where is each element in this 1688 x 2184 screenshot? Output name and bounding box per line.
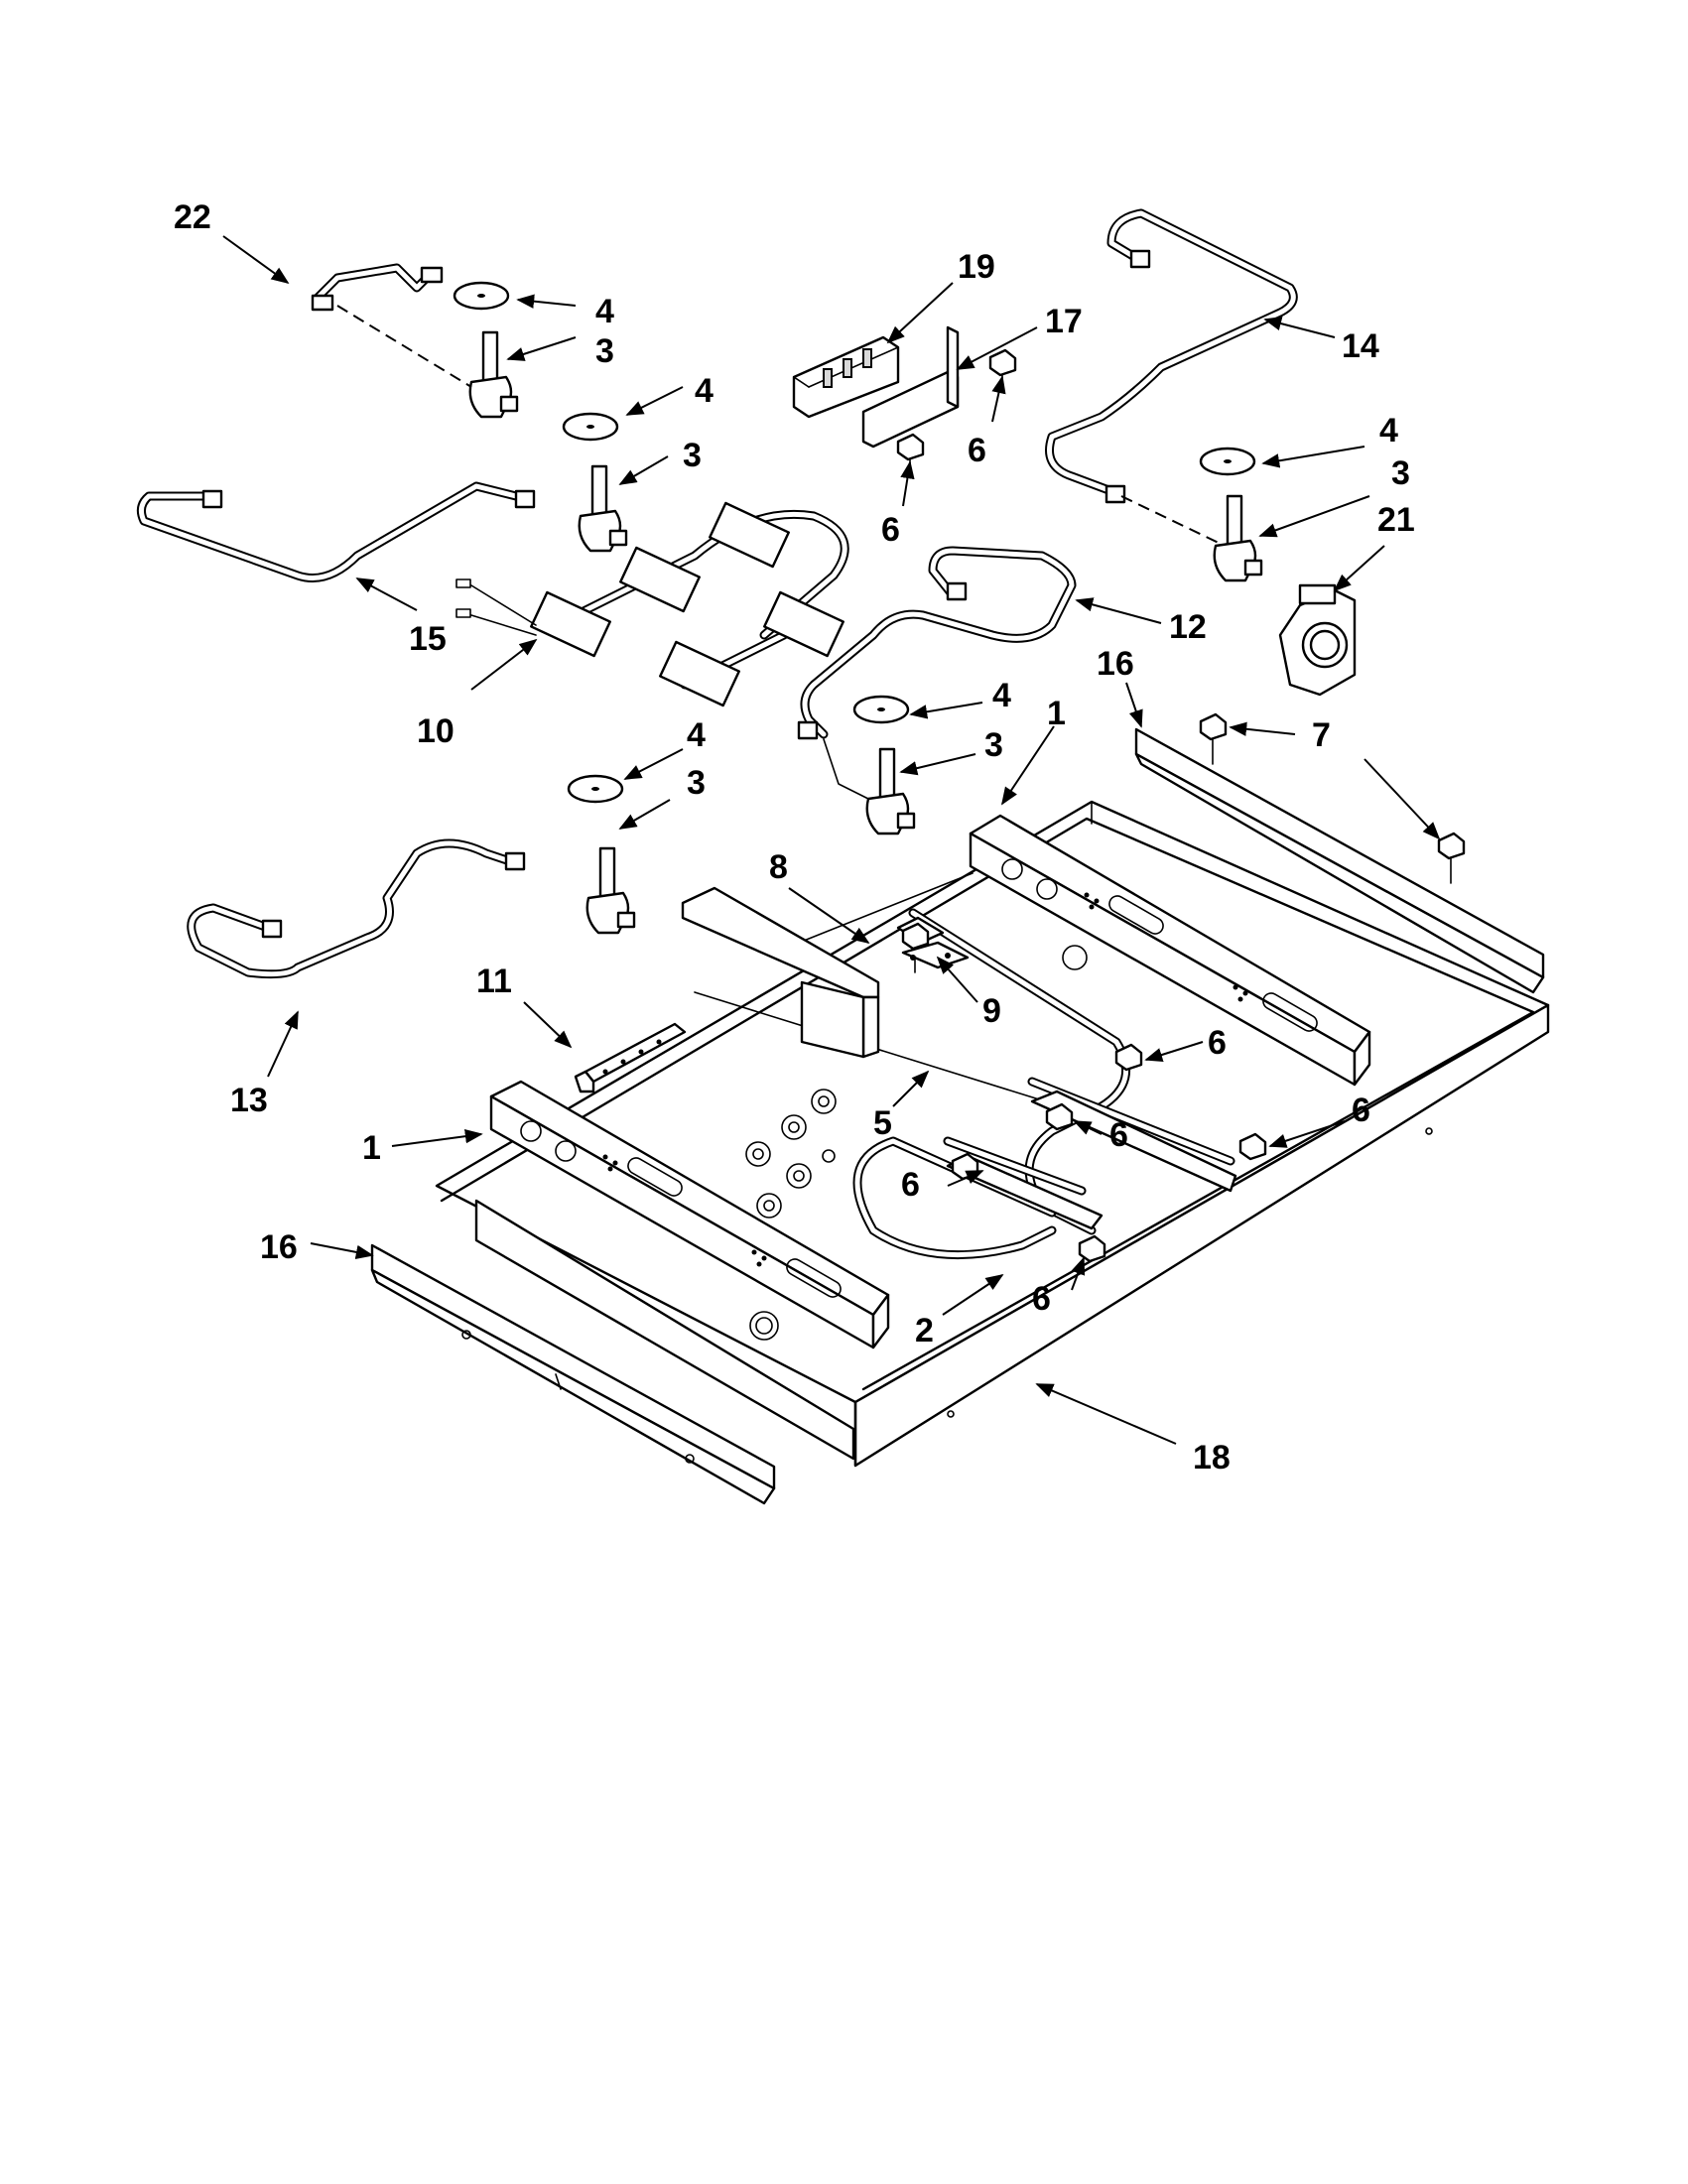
callout-16: 16 [1097, 645, 1134, 683]
screw-6e [1238, 1132, 1267, 1161]
callout-22: 22 [174, 198, 211, 236]
callout-3: 3 [1391, 454, 1410, 492]
valve-a [468, 330, 519, 419]
callout-6: 6 [968, 432, 986, 469]
gas-tube-22 [311, 263, 444, 312]
callout-5: 5 [873, 1104, 892, 1142]
callout-1: 1 [362, 1129, 381, 1167]
callout-7: 7 [1312, 716, 1331, 754]
callout-labels: 22 4 3 4 3 15 10 19 17 6 6 14 4 3 21 12 … [174, 198, 1415, 1477]
screw-6a [988, 348, 1017, 388]
module-bracket [861, 325, 960, 449]
screw-6d [1045, 1102, 1074, 1131]
terminal-strip [574, 1022, 687, 1093]
gas-tube-15 [136, 481, 536, 582]
callout-6: 6 [881, 511, 900, 549]
leader-lines [222, 235, 1441, 1445]
valve-d [865, 747, 916, 835]
side-trim-rear [1134, 727, 1545, 994]
screw-7a [1199, 712, 1228, 765]
callout-6: 6 [901, 1166, 920, 1204]
callout-1: 1 [1047, 695, 1066, 732]
screw-6b [896, 433, 925, 472]
callout-13: 13 [230, 1082, 268, 1119]
callout-3: 3 [595, 332, 614, 370]
callout-6: 6 [1032, 1280, 1051, 1318]
callout-18: 18 [1193, 1439, 1231, 1477]
gas-tube-14 [1045, 208, 1298, 504]
gas-tube-13 [187, 838, 526, 979]
screw-6g [1078, 1234, 1106, 1263]
callout-16: 16 [260, 1228, 298, 1266]
callout-12: 12 [1169, 608, 1207, 646]
callout-4: 4 [687, 716, 706, 754]
bracket [681, 886, 880, 1059]
side-trim-front [370, 1243, 776, 1505]
callout-3: 3 [984, 726, 1003, 764]
callout-4: 4 [1379, 412, 1398, 450]
callout-14: 14 [1342, 327, 1379, 365]
callout-3: 3 [687, 764, 706, 802]
gas-tube-12 [797, 546, 1077, 740]
ignitor-harness [455, 501, 849, 707]
callout-11: 11 [476, 963, 512, 1000]
callout-8: 8 [769, 848, 788, 886]
callout-10: 10 [417, 712, 454, 750]
callout-17: 17 [1045, 303, 1083, 340]
callout-6: 6 [1208, 1024, 1227, 1062]
burner-rail-rear [969, 814, 1371, 1087]
callout-4: 4 [595, 293, 614, 330]
callout-6: 6 [1109, 1116, 1128, 1154]
pressure-regulator [1278, 583, 1357, 697]
callout-15: 15 [409, 620, 447, 658]
callout-21: 21 [1377, 501, 1415, 539]
callout-9: 9 [982, 992, 1001, 1030]
burner-rail-front [489, 1080, 890, 1349]
valve-b [578, 464, 628, 553]
spark-module [792, 335, 900, 419]
callout-4: 4 [695, 372, 714, 410]
callout-6: 6 [1352, 1092, 1370, 1129]
valve-e [585, 846, 636, 935]
valve-c [1213, 494, 1263, 582]
callout-2: 2 [915, 1312, 934, 1349]
screw-6c [1114, 1043, 1143, 1072]
callout-4: 4 [992, 677, 1011, 714]
screw-7b [1437, 832, 1466, 884]
callout-19: 19 [958, 248, 995, 286]
callout-3: 3 [683, 437, 702, 474]
